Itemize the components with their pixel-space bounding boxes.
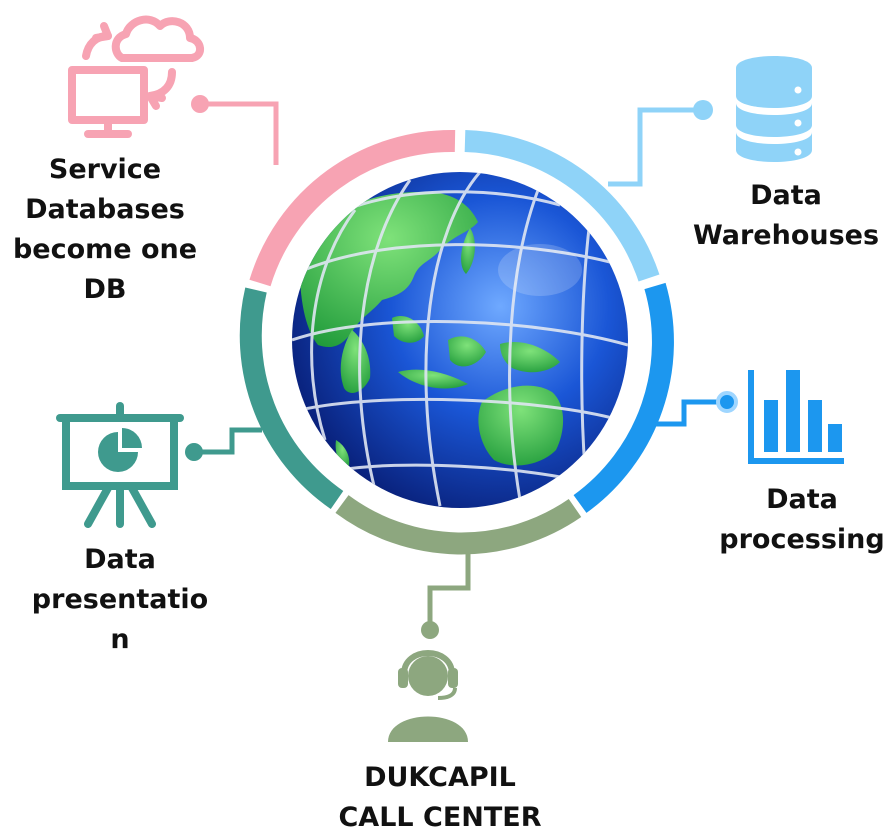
presentation-board-icon [56,402,184,528]
label-callcenter: DUKCAPIL CALL CENTER [300,758,580,838]
connector-callcenter [427,550,471,628]
label-warehouse-line: Data [750,180,822,211]
label-service-line: Service [48,154,162,185]
ring-segment-warehouse [464,130,660,282]
monitor-cloud-sync-icon [68,15,204,138]
label-processing-line: processing [719,524,885,555]
label-service: Service Databases become one DB [0,150,210,310]
label-service-line: Databases [25,194,185,225]
label-service-line: DB [83,274,127,305]
label-presentation-line: n [110,624,130,655]
label-presentation-line: presentatio [31,584,209,615]
ring-segment-presentation [239,287,344,510]
label-processing: Data processing [712,480,890,560]
connector-service [200,101,279,165]
label-warehouse: Data Warehouses [686,176,886,256]
connector-processing [650,399,725,427]
database-icon [736,56,812,162]
connector-dot-presentation [185,443,203,461]
label-presentation-line: Data [84,544,156,575]
label-callcenter-line: DUKCAPIL [364,762,516,793]
connector-dot-callcenter [421,621,439,639]
label-presentation: Data presentatio n [20,540,220,660]
label-processing-line: Data [766,484,838,515]
headset-agent-icon [388,650,468,742]
label-warehouse-line: Warehouses [692,220,880,251]
ring-segment-service [249,129,456,287]
label-service-line: become one [12,234,198,265]
bar-chart-icon [748,370,844,464]
connector-dot-warehouse [693,100,713,120]
connector-dot-service [191,95,209,113]
connector-presentation [196,427,262,455]
globe-icon [292,172,628,508]
ring-segment-callcenter [335,495,582,555]
label-callcenter-line: CALL CENTER [338,802,542,833]
ring-segment-processing [573,282,674,513]
connector-warehouse [608,107,700,187]
connector-dot-processing [716,391,738,413]
